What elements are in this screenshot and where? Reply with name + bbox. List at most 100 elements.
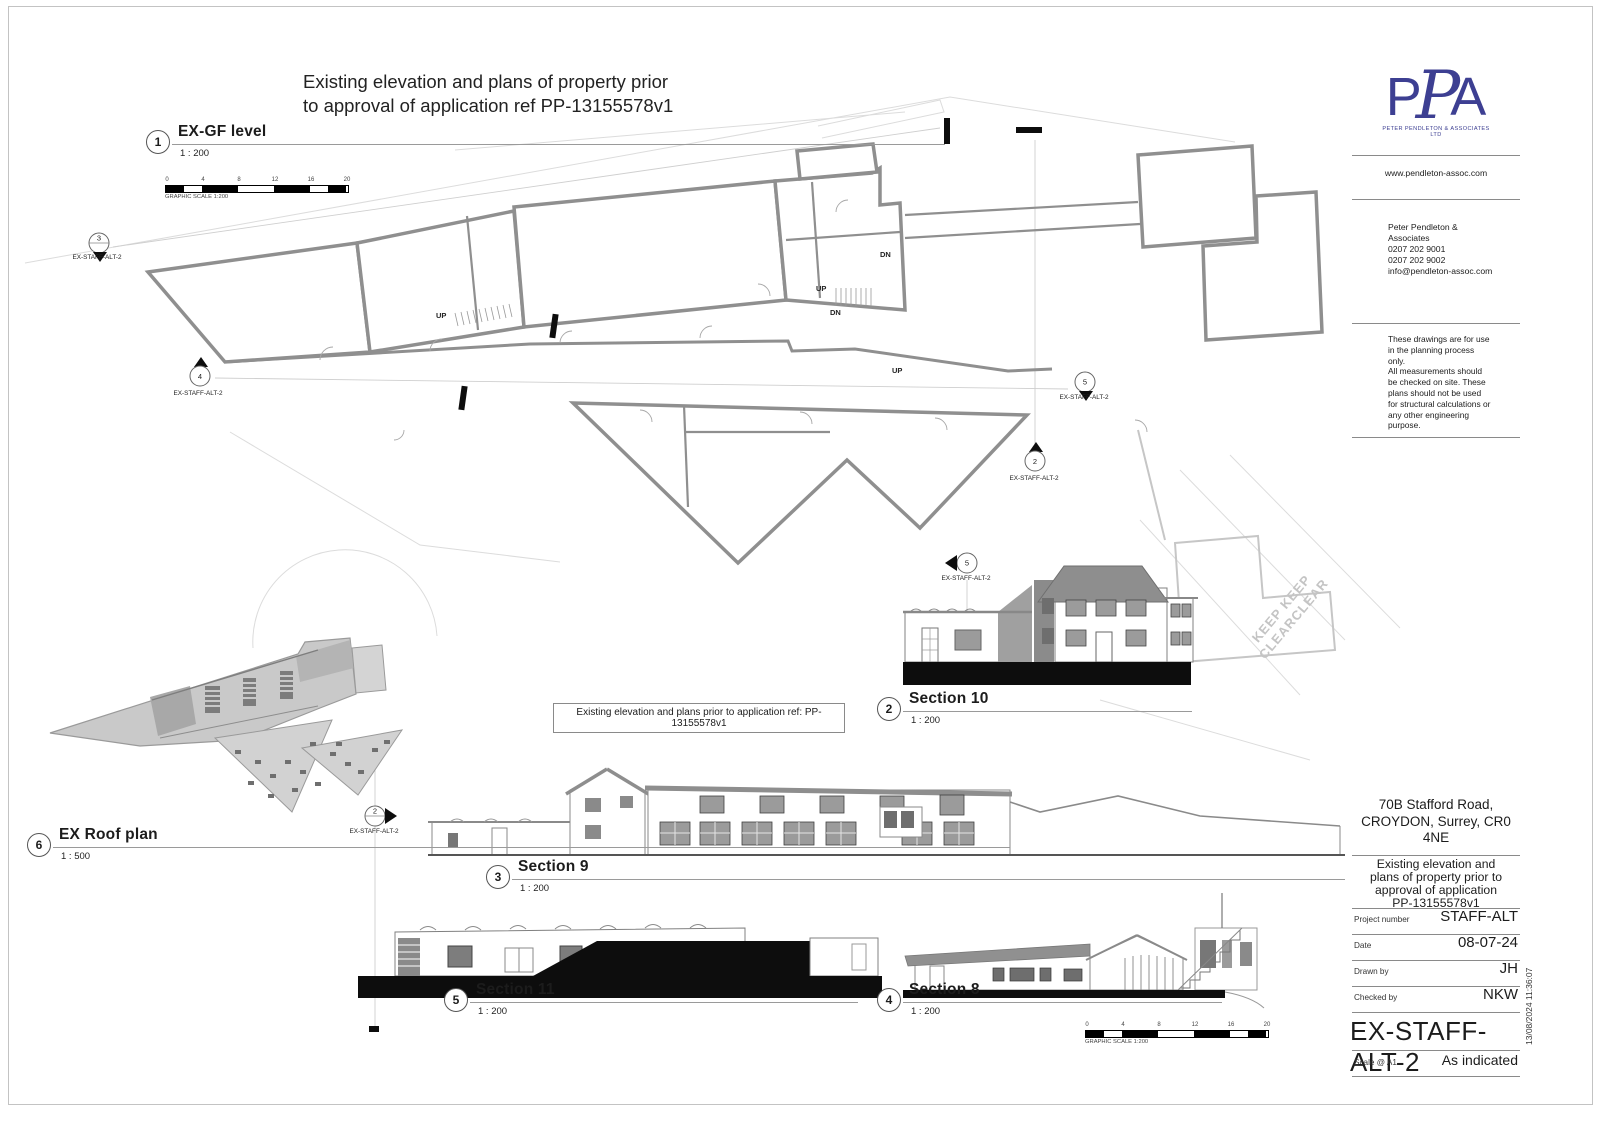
drawn-by-value: JH bbox=[1499, 960, 1518, 977]
scale-bar-strip bbox=[165, 185, 349, 193]
marker-number: 3 bbox=[97, 234, 101, 243]
company-website: www.pendleton-assoc.com bbox=[1384, 168, 1488, 178]
roof-plan bbox=[49, 637, 404, 813]
view-scale-s10: 1 : 200 bbox=[911, 715, 941, 726]
view-title-roof: EX Roof plan bbox=[59, 826, 158, 843]
view-scale-s11: 1 : 200 bbox=[478, 1006, 508, 1017]
tick: 16 bbox=[307, 177, 315, 183]
scale-ticks: 0 4 8 12 16 20 bbox=[165, 177, 350, 185]
marker-label: EX-STAFF-ALT-2 bbox=[173, 390, 223, 397]
plan-note-up: UP bbox=[892, 366, 903, 375]
section-11-drawing bbox=[358, 924, 882, 998]
tb-divider bbox=[1352, 986, 1520, 987]
door-swings bbox=[319, 199, 1148, 441]
plan-note-up: UP bbox=[436, 311, 447, 320]
section-10-drawing bbox=[903, 565, 1198, 685]
scale-value: As indicated bbox=[1441, 1052, 1518, 1068]
section-marker-5: 5 EX-STAFF-ALT-2 bbox=[1059, 371, 1109, 401]
scale-caption: GRAPHIC SCALE 1:200 bbox=[1085, 1039, 1149, 1045]
tick: 4 bbox=[1121, 1022, 1125, 1028]
graphic-scale-bottom: 0 4 8 12 16 20 GRAPHIC SCALE 1:200 bbox=[1085, 1022, 1271, 1045]
view-underline-roof bbox=[53, 847, 1010, 848]
view-number-s11: 5 bbox=[444, 988, 468, 1012]
disclaimer: These drawings are for use in the planni… bbox=[1388, 334, 1491, 431]
caption-box: Existing elevation and plans prior to ap… bbox=[553, 703, 845, 733]
floor-plan bbox=[144, 118, 1324, 1032]
date-label: Date bbox=[1354, 941, 1372, 950]
logo-subtitle: PETER PENDLETON & ASSOCIATES LTD bbox=[1382, 126, 1490, 138]
tick: 4 bbox=[201, 177, 205, 183]
section-lines bbox=[112, 127, 1069, 1030]
marker-number: 4 bbox=[198, 372, 202, 381]
view-underline-s8 bbox=[903, 1002, 1222, 1003]
logo-letter-a: A bbox=[1450, 67, 1487, 127]
section-8-drawing bbox=[903, 893, 1265, 1009]
tb-divider bbox=[1352, 934, 1520, 935]
sheet-title: Existing elevation and plans of property… bbox=[303, 71, 674, 116]
tb-divider bbox=[1352, 323, 1520, 324]
scale-ticks: 0 4 8 12 16 20 bbox=[1085, 1022, 1271, 1030]
sheet-border bbox=[8, 6, 1593, 1105]
logo-letter-p1: P bbox=[1385, 67, 1422, 127]
tb-divider bbox=[1352, 1076, 1520, 1077]
logo-letter-p2: P bbox=[1415, 57, 1461, 134]
view-scale-gf: 1 : 200 bbox=[180, 148, 210, 159]
drawing-number: EX-STAFF-ALT-2 bbox=[1350, 1016, 1487, 1077]
marker-label: EX-STAFF-ALT-2 bbox=[72, 254, 122, 261]
marker-label: EX-STAFF-ALT-2 bbox=[1009, 475, 1059, 482]
view-underline-gf bbox=[172, 144, 945, 145]
marker-number: 5 bbox=[1083, 378, 1087, 387]
tick: 8 bbox=[237, 177, 241, 183]
view-title-s9: Section 9 bbox=[518, 858, 589, 875]
print-timestamp: 13/08/2024 11:36:07 bbox=[1524, 967, 1534, 1045]
tb-divider bbox=[1352, 199, 1520, 200]
project-address: 70B Stafford Road, CROYDON, Surrey, CR0 … bbox=[1361, 797, 1511, 845]
tb-divider bbox=[1352, 155, 1520, 156]
view-title-s11: Section 11 bbox=[476, 981, 555, 998]
view-scale-s9: 1 : 200 bbox=[520, 883, 550, 894]
site-context-lines bbox=[24, 96, 1401, 761]
section-marker-3: 3 EX-STAFF-ALT-2 bbox=[72, 232, 122, 262]
section-marker-5b: 5 EX-STAFF-ALT-2 bbox=[941, 552, 991, 582]
marker-number: 2 bbox=[1033, 457, 1037, 466]
scale-bar-strip bbox=[1085, 1030, 1269, 1038]
checked-by-label: Checked by bbox=[1354, 993, 1398, 1002]
view-title-s10: Section 10 bbox=[909, 690, 989, 707]
tb-divider bbox=[1352, 1050, 1520, 1051]
view-number-s10: 2 bbox=[877, 697, 901, 721]
tb-divider bbox=[1352, 437, 1520, 438]
tb-divider bbox=[1352, 908, 1520, 909]
plan-note-dn: DN bbox=[830, 308, 841, 317]
tick: 16 bbox=[1227, 1022, 1235, 1028]
tick: 8 bbox=[1157, 1022, 1161, 1028]
view-title-s8: Section 8 bbox=[909, 981, 980, 998]
drawn-by-label: Drawn by bbox=[1354, 967, 1389, 976]
tick: 20 bbox=[1263, 1022, 1271, 1028]
view-number-roof: 6 bbox=[27, 833, 51, 857]
date-value: 08-07-24 bbox=[1457, 934, 1518, 951]
view-title-gf: EX-GF level bbox=[178, 123, 267, 140]
scale-label: Scale @ A1 bbox=[1354, 1058, 1397, 1067]
marker-label: EX-STAFF-ALT-2 bbox=[941, 575, 991, 582]
project-number-label: Project number bbox=[1354, 915, 1410, 924]
project-title: Existing elevation and plans of property… bbox=[1369, 857, 1503, 910]
tb-divider bbox=[1352, 855, 1520, 856]
company-logo: P P A PETER PENDLETON & ASSOCIATES LTD bbox=[1378, 57, 1494, 139]
upper-windows bbox=[699, 794, 965, 816]
checked-by-value: NKW bbox=[1483, 986, 1518, 1003]
tick: 12 bbox=[271, 177, 279, 183]
graphic-scale-top: 0 4 8 12 16 20 GRAPHIC SCALE 1:200 bbox=[165, 177, 350, 200]
view-scale-s8: 1 : 200 bbox=[911, 1006, 941, 1017]
plan-note-dn: DN bbox=[880, 250, 891, 259]
view-underline-s9 bbox=[512, 879, 1345, 880]
section-9-drawing bbox=[428, 767, 1345, 856]
view-number-s9: 3 bbox=[486, 865, 510, 889]
rooflights bbox=[235, 740, 390, 798]
view-underline-s11 bbox=[470, 1002, 858, 1003]
scale-caption: GRAPHIC SCALE 1:200 bbox=[165, 194, 229, 200]
tb-divider bbox=[1352, 960, 1520, 961]
marker-label: EX-STAFF-ALT-2 bbox=[1059, 394, 1109, 401]
company-contact: Peter Pendleton & Associates 0207 202 90… bbox=[1388, 222, 1493, 276]
